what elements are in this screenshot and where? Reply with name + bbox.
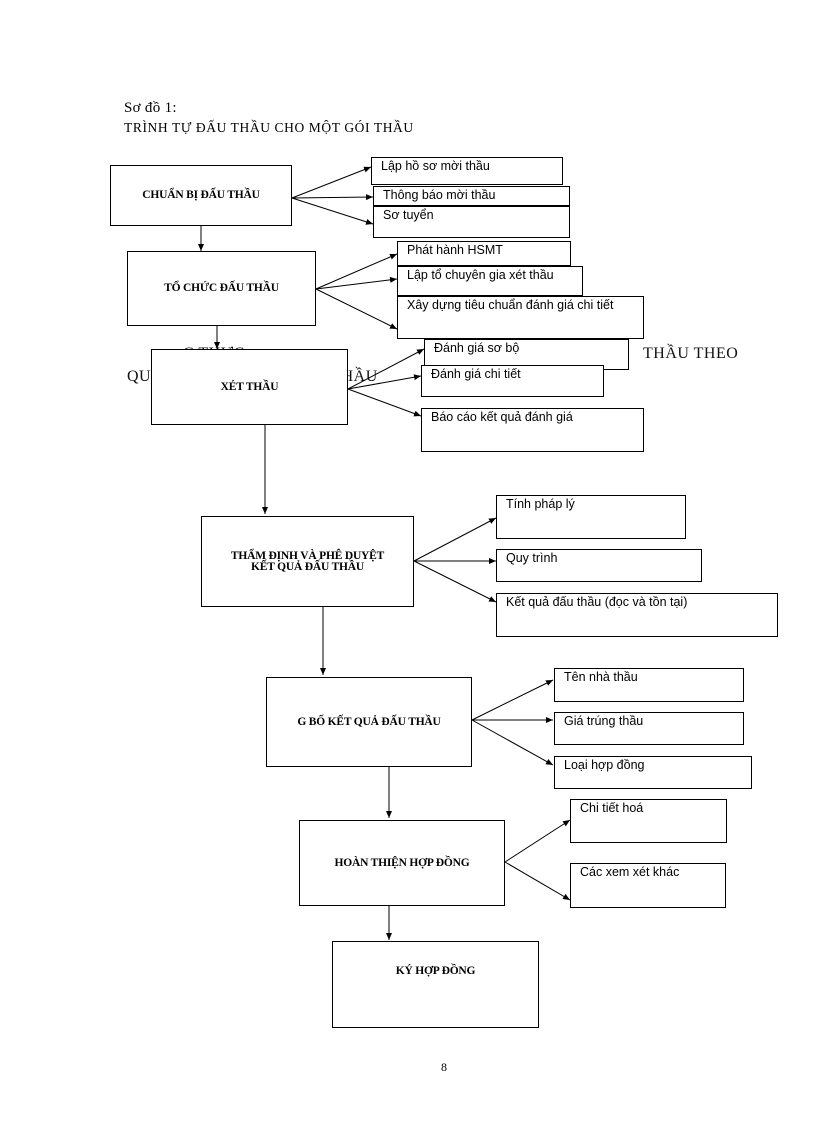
sub-so-tuyen: Sơ tuyển (373, 206, 570, 238)
sub-lap-to-chuyen-gia: Lập tổ chuyên gia xét thầu (397, 266, 583, 296)
diagram-caption: Sơ đồ 1: (124, 100, 177, 116)
sub-tinh-phap-ly: Tính pháp lý (496, 495, 686, 539)
step-to-chuc-dau-thau: TỔ CHỨC ĐẤU THẦU (127, 251, 316, 326)
sub-ket-qua-dau-thau: Kết quả đấu thầu (đọc và tồn tại) (496, 593, 778, 637)
arrow-tochuc-xay-dung (315, 288, 398, 330)
step-xet-thau: XÉT THẦU (151, 349, 348, 425)
arrow-chuanbi-lap-ho-so (291, 166, 372, 199)
arrow-chuanbi-so-tuyen (291, 197, 374, 225)
sub-xay-dung-tieu-chuan: Xây dựng tiêu chuẩn đánh giá chi tiết (397, 296, 644, 339)
arrow-xet-bao-cao (347, 388, 422, 417)
arrow-tochuc-phat-hanh (315, 253, 398, 290)
arrow-congbo-loai (471, 719, 554, 766)
sub-phat-hanh-hsmt: Phát hành HSMT (397, 241, 571, 266)
sub-thong-bao-moi-thau: Thông báo mời thầu (373, 186, 570, 206)
arrow-thamdinh-ket-qua (413, 560, 497, 603)
step-tham-dinh-phe-duyet: THẨM ĐỊNH VÀ PHÊ DUYỆT KẾT QUẢ ĐẤU THẦU (201, 516, 414, 607)
step-cong-bo-ket-qua: G BỐ KẾT QUẢ ĐẤU THẦU (266, 677, 472, 767)
sub-bao-cao-ket-qua: Báo cáo kết quả đánh giá (421, 408, 644, 452)
step-ky-hop-dong: KÝ HỢP ĐỒNG (332, 941, 539, 1028)
sub-loai-hop-dong: Loại hợp đồng (554, 756, 752, 789)
arrow-congbo-ten (471, 679, 554, 721)
sub-gia-trung-thau: Giá trúng thầu (554, 712, 744, 745)
arrow-hoanthien-chi-tiet (504, 819, 571, 863)
background-text-line-2: QU (127, 368, 152, 385)
sub-ten-nha-thau: Tên nhà thầu (554, 668, 744, 702)
step-chuan-bi-dau-thau: CHUẨN BỊ ĐẤU THẦU (110, 165, 292, 226)
diagram-title: TRÌNH TỰ ĐẤU THẦU CHO MỘT GÓI THẦU (124, 120, 414, 135)
sub-lap-ho-so-moi-thau: Lập hồ sơ mời thầu (371, 157, 563, 185)
sub-chi-tiet-hoa: Chi tiết hoá (570, 799, 727, 843)
step-hoan-thien-hop-dong: HOÀN THIỆN HỢP ĐỒNG (299, 820, 505, 906)
arrow-hoanthien-xem-xet (504, 861, 571, 901)
sub-cac-xem-xet-khac: Các xem xét khác (570, 863, 726, 908)
arrow-chuanbi-thong-bao (291, 194, 374, 201)
arrow-thamdinh-phap-ly (413, 517, 497, 562)
sub-quy-trinh: Quy trình (496, 549, 702, 582)
background-text-line-1-right: THẦU THEO (643, 345, 739, 362)
arrow-tochuc-lap-to (315, 276, 398, 290)
page-number: 8 (441, 1060, 447, 1074)
sub-danh-gia-chi-tiet: Đánh giá chi tiết (421, 365, 604, 397)
